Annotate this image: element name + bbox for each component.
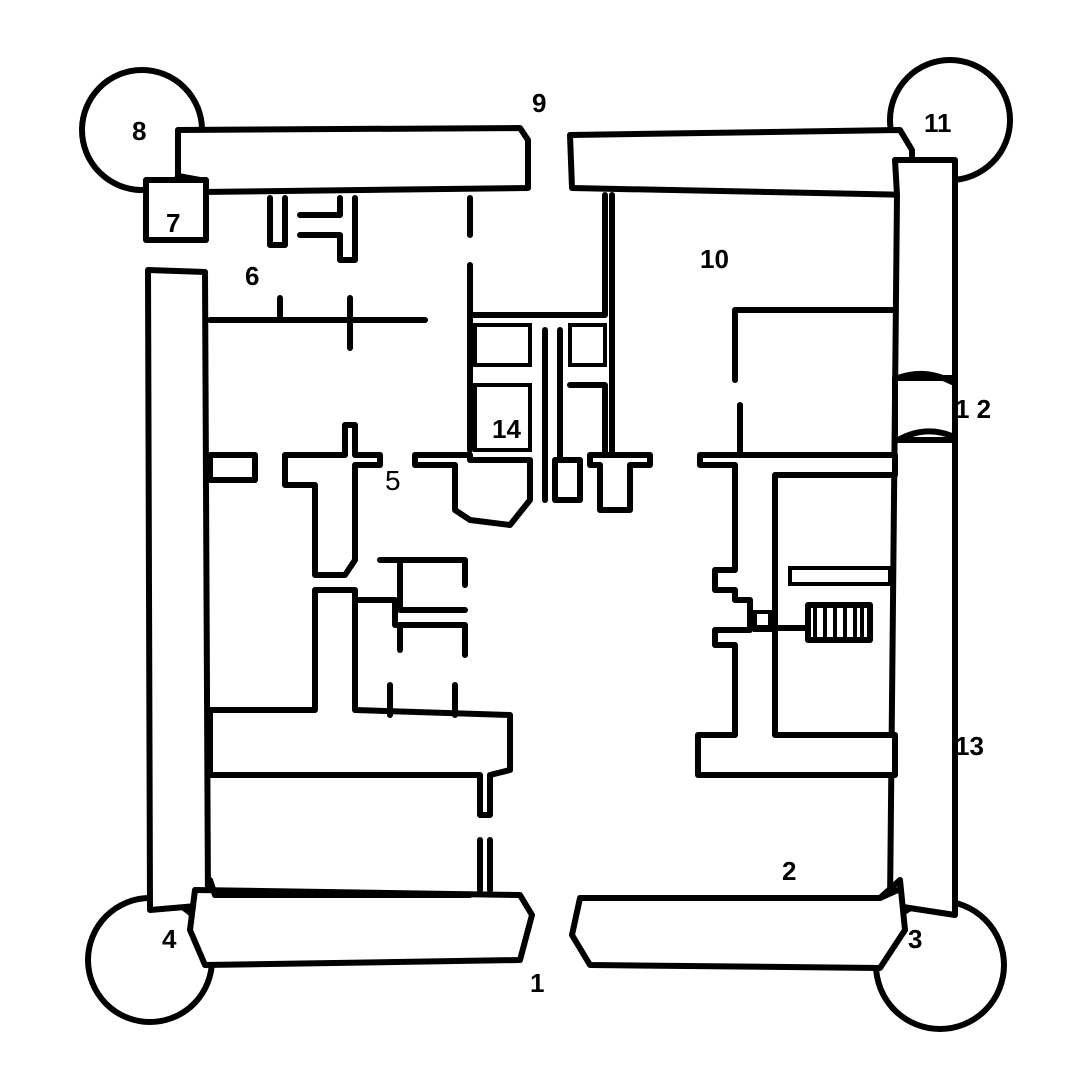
label-4: 4 — [162, 924, 177, 954]
label-10: 10 — [700, 244, 729, 274]
wall-left — [145, 267, 211, 913]
right-bar — [788, 566, 892, 586]
right-partition-mid — [695, 452, 898, 778]
label-2: 2 — [782, 856, 796, 886]
label-9: 9 — [532, 88, 546, 118]
inner-wall-left — [207, 877, 473, 898]
gate-12-arch-bottom — [895, 428, 955, 443]
block-14-base — [412, 452, 533, 528]
partition-14-a — [467, 192, 608, 318]
label-8: 8 — [132, 116, 146, 146]
label-1: 1 — [530, 968, 544, 998]
room-7 — [143, 177, 209, 243]
label-12: 1 2 — [955, 394, 991, 424]
label-6: 6 — [245, 261, 259, 291]
room-14-top-left — [473, 323, 532, 367]
inner-wall-right-lower — [877, 887, 901, 901]
room-14-top-right — [568, 323, 607, 367]
label-11: 11 — [924, 108, 952, 138]
lower-room-b — [352, 597, 468, 658]
top-stub-a — [267, 195, 288, 248]
wall-bottom-right — [569, 877, 908, 971]
right-stair — [747, 602, 873, 643]
gate-12-arch-top — [895, 370, 955, 385]
block-5 — [282, 422, 383, 578]
stair-landing — [753, 610, 772, 632]
right-room-top — [732, 307, 898, 458]
label-14: 14 — [492, 414, 521, 444]
wall-right — [887, 157, 958, 918]
stub-14-mid — [552, 457, 583, 503]
lower-room-c — [387, 682, 458, 718]
stub-14-right — [587, 452, 653, 513]
stair-treads — [813, 605, 864, 640]
label-5: 5 — [385, 465, 401, 496]
partition-lower — [477, 837, 493, 893]
label-7: 7 — [166, 208, 180, 238]
top-stub-b — [297, 195, 358, 263]
partition-14-d — [567, 382, 608, 463]
wall-bottom-left — [187, 887, 535, 968]
room-lower-left — [207, 587, 513, 818]
wall-top-right — [567, 127, 915, 198]
wall-top-left — [175, 125, 531, 195]
room-14 — [473, 383, 532, 452]
label-3: 3 — [908, 924, 922, 954]
lower-room-a — [377, 557, 468, 613]
stub-5-left — [207, 452, 258, 483]
label-13: 13 — [955, 731, 984, 761]
